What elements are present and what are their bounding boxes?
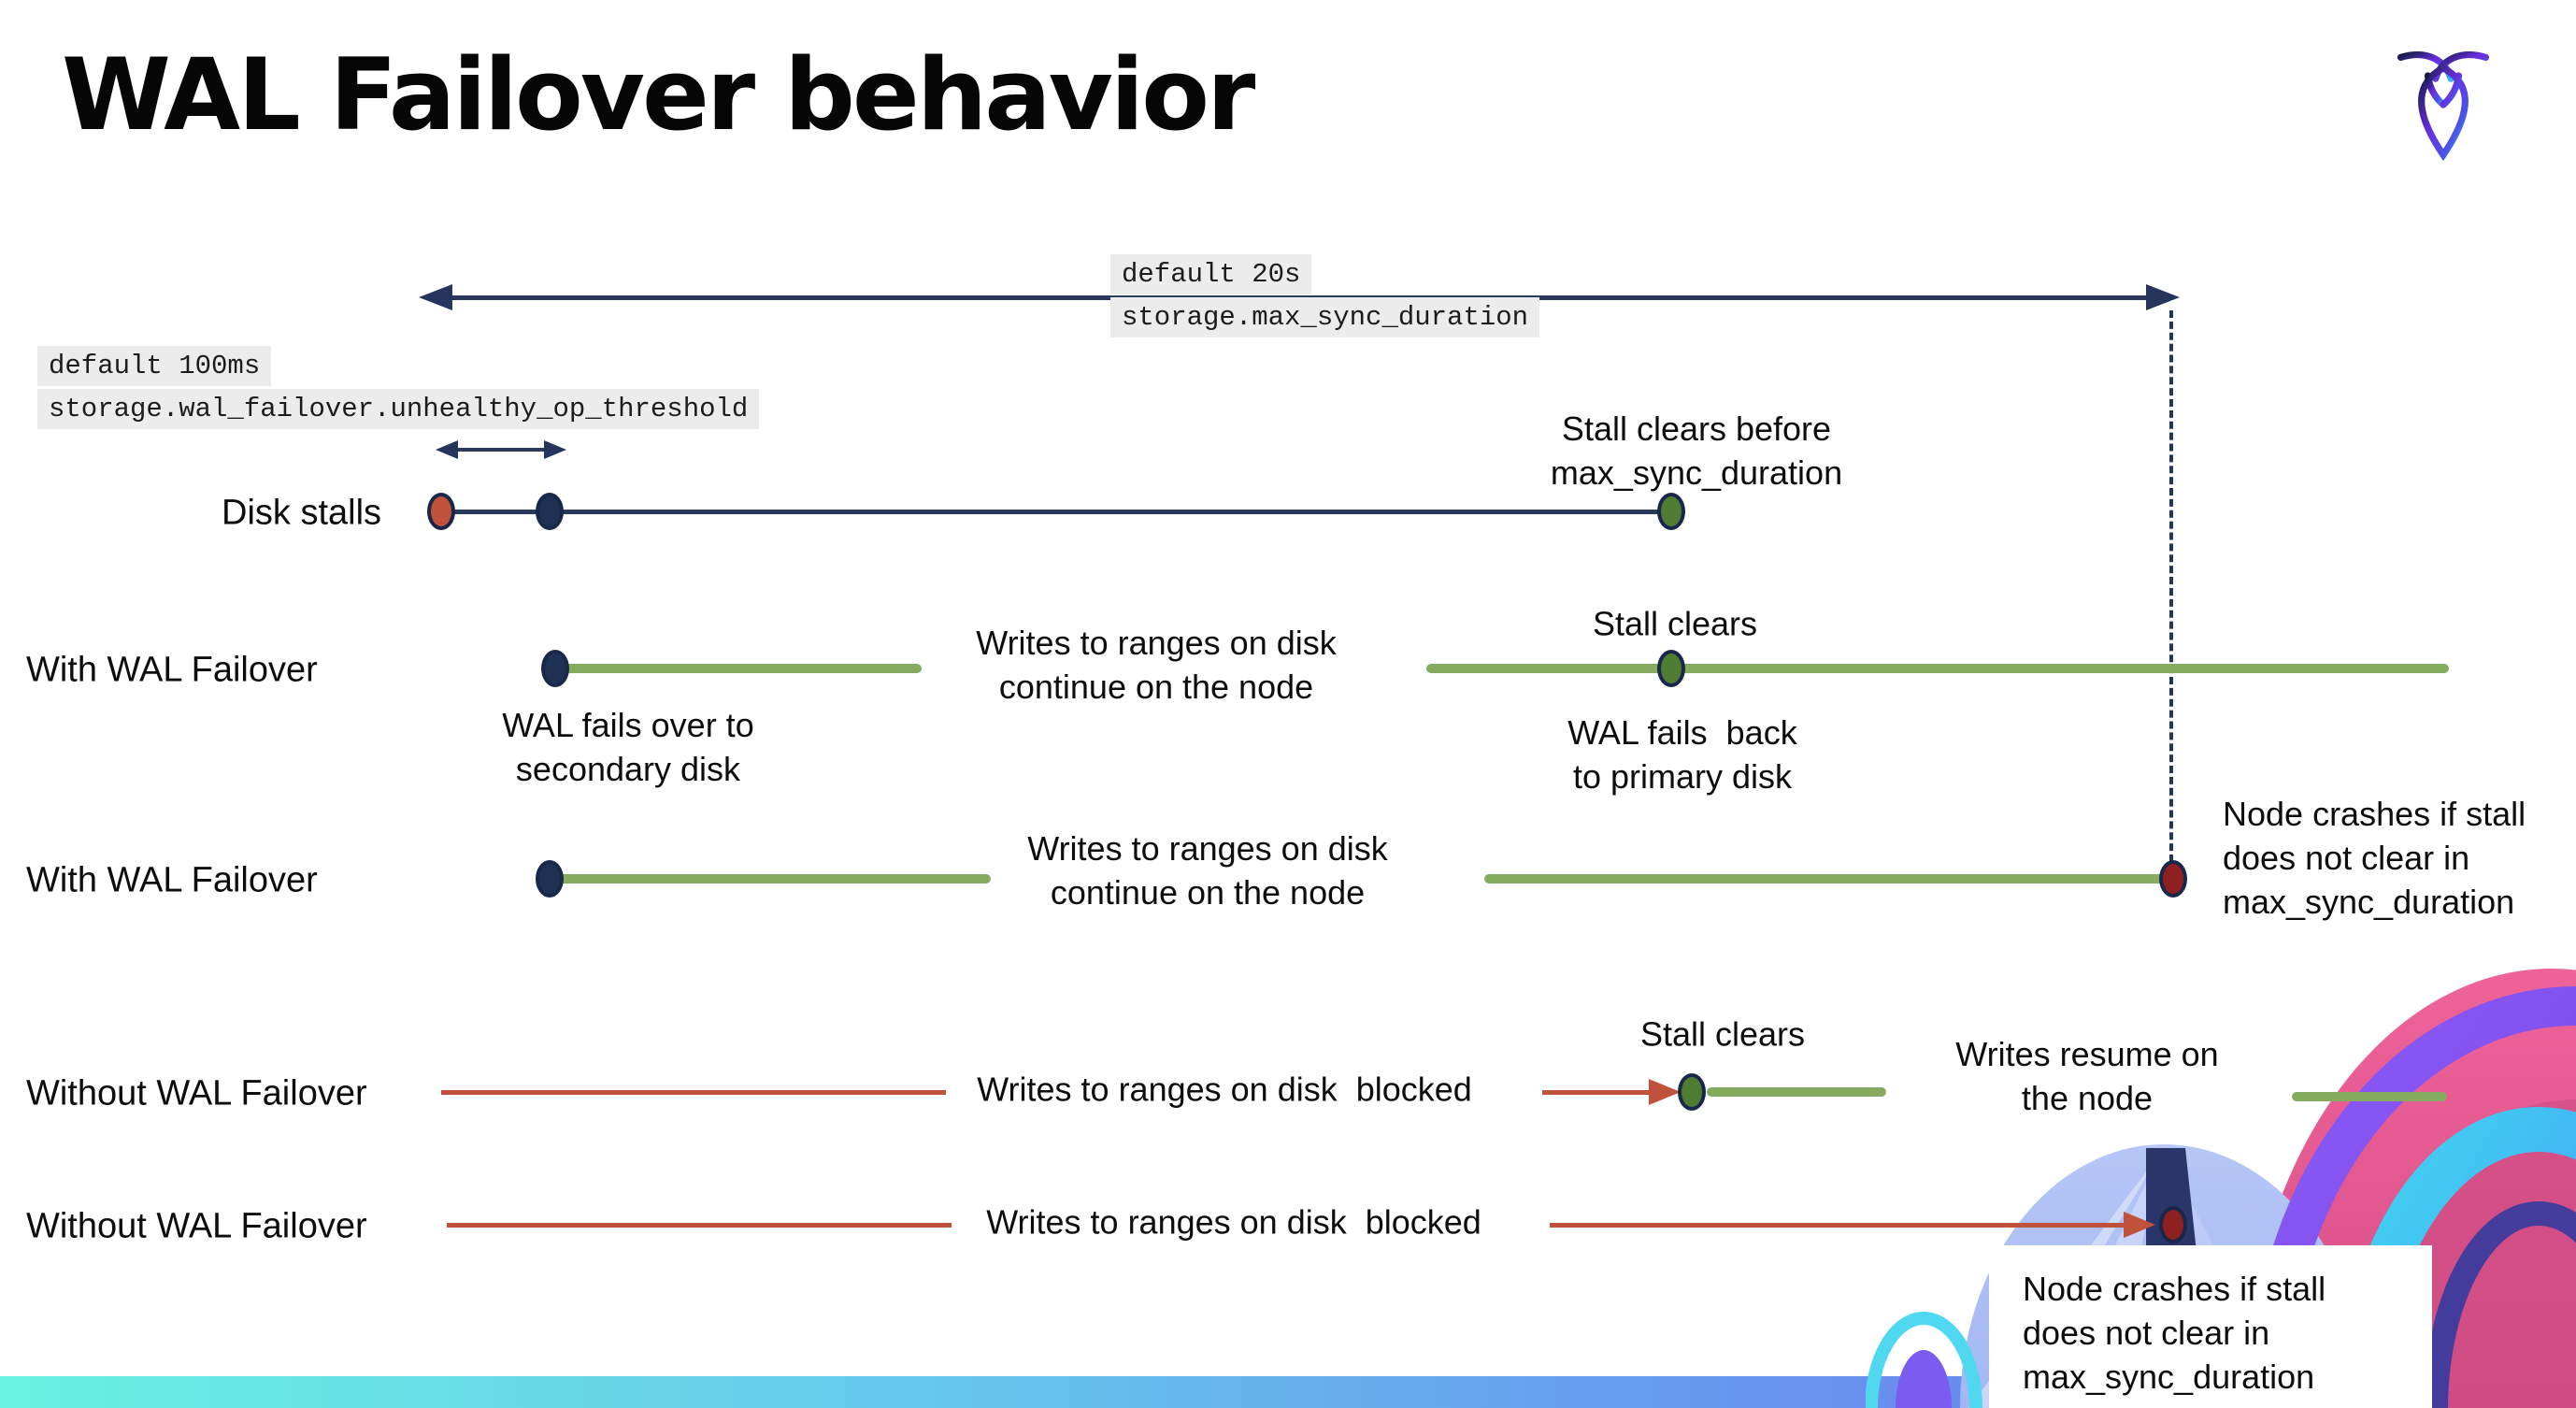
arch-small-cyan: [1866, 1312, 1982, 1408]
node-crash-dot: [2159, 860, 2187, 898]
blocked-arrowhead-icon: [2124, 1212, 2155, 1238]
note-writes-blocked: Writes to ranges on disk blocked: [977, 1070, 1472, 1109]
threshold-hit-dot: [536, 493, 564, 530]
failover-dot: [536, 860, 564, 898]
arrowhead-left-icon: [419, 284, 452, 310]
row-label-without-wal-failover-1: Without WAL Failover: [26, 1073, 367, 1113]
writes-continue-line: [1484, 874, 2167, 884]
row-label-with-wal-failover-2: With WAL Failover: [26, 860, 318, 900]
note-writes-continue: Writes to ranges on disk continue on the…: [1027, 829, 1388, 912]
writes-continue-line: [555, 664, 922, 673]
dashed-deadline-line: [2169, 310, 2173, 862]
arch-navy-band: [2424, 1201, 2576, 1408]
stall-timeline-line: [441, 510, 1671, 514]
writes-blocked-line: [447, 1223, 952, 1228]
arrowhead-right-icon: [2146, 284, 2180, 310]
row-label-disk-stalls: Disk stalls: [222, 493, 382, 533]
arch-small-violet: [1896, 1350, 1952, 1408]
writes-continue-line: [550, 874, 991, 884]
note-writes-blocked: Writes to ranges on disk blocked: [986, 1202, 1481, 1242]
writes-blocked-line: [1550, 1223, 2124, 1228]
writes-resume-line: [2292, 1092, 2447, 1101]
writes-continue-line: [1426, 664, 2449, 673]
node-crash-callout: Node crashes if stall does not clear in …: [1989, 1245, 2432, 1408]
stall-clear-dot: [1657, 493, 1685, 530]
note-stall-clears: Stall clears: [1592, 604, 1758, 643]
threshold-arrowhead-left-icon: [436, 440, 458, 459]
stall-clear-dot: [1678, 1073, 1706, 1111]
failover-dot: [541, 650, 569, 687]
row-label-without-wal-failover-2: Without WAL Failover: [26, 1206, 367, 1246]
threshold-arrowhead-right-icon: [544, 440, 566, 459]
config-label-max-sync-setting: storage.max_sync_duration: [1110, 297, 1540, 338]
node-crash-dot: [2159, 1206, 2187, 1243]
config-label-threshold-setting: storage.wal_failover.unhealthy_op_thresh…: [37, 389, 760, 429]
note-wal-fails-back: WAL fails back to primary disk: [1567, 713, 1797, 796]
note-node-crashes: Node crashes if stall does not clear in …: [2023, 1270, 2326, 1396]
note-writes-continue: Writes to ranges on disk continue on the…: [976, 624, 1337, 706]
arch-cyan-band: [2339, 1107, 2576, 1408]
note-node-crashes: Node crashes if stall does not clear in …: [2223, 795, 2526, 921]
note-writes-resume: Writes resume on the node: [1955, 1035, 2219, 1117]
row-label-with-wal-failover-1: With WAL Failover: [26, 650, 318, 690]
writes-blocked-line: [1542, 1090, 1651, 1095]
page-title: WAL Failover behavior: [62, 37, 1255, 152]
cockroach-logo-icon: [2397, 50, 2490, 162]
config-label-max-sync-default: default 20s: [1110, 254, 1312, 295]
note-stall-clears-before: Stall clears before max_sync_duration: [1550, 409, 1843, 492]
config-label-threshold-default: default 100ms: [37, 346, 272, 386]
stall-clear-dot: [1657, 650, 1685, 687]
stall-start-dot: [427, 493, 455, 530]
writes-resume-line: [1707, 1087, 1886, 1097]
writes-blocked-line: [441, 1090, 946, 1095]
note-wal-fails-over: WAL fails over to secondary disk: [502, 706, 754, 788]
note-stall-clears: Stall clears: [1639, 1014, 1806, 1054]
threshold-arrow-line: [454, 448, 548, 452]
blocked-arrowhead-icon: [1649, 1079, 1681, 1105]
